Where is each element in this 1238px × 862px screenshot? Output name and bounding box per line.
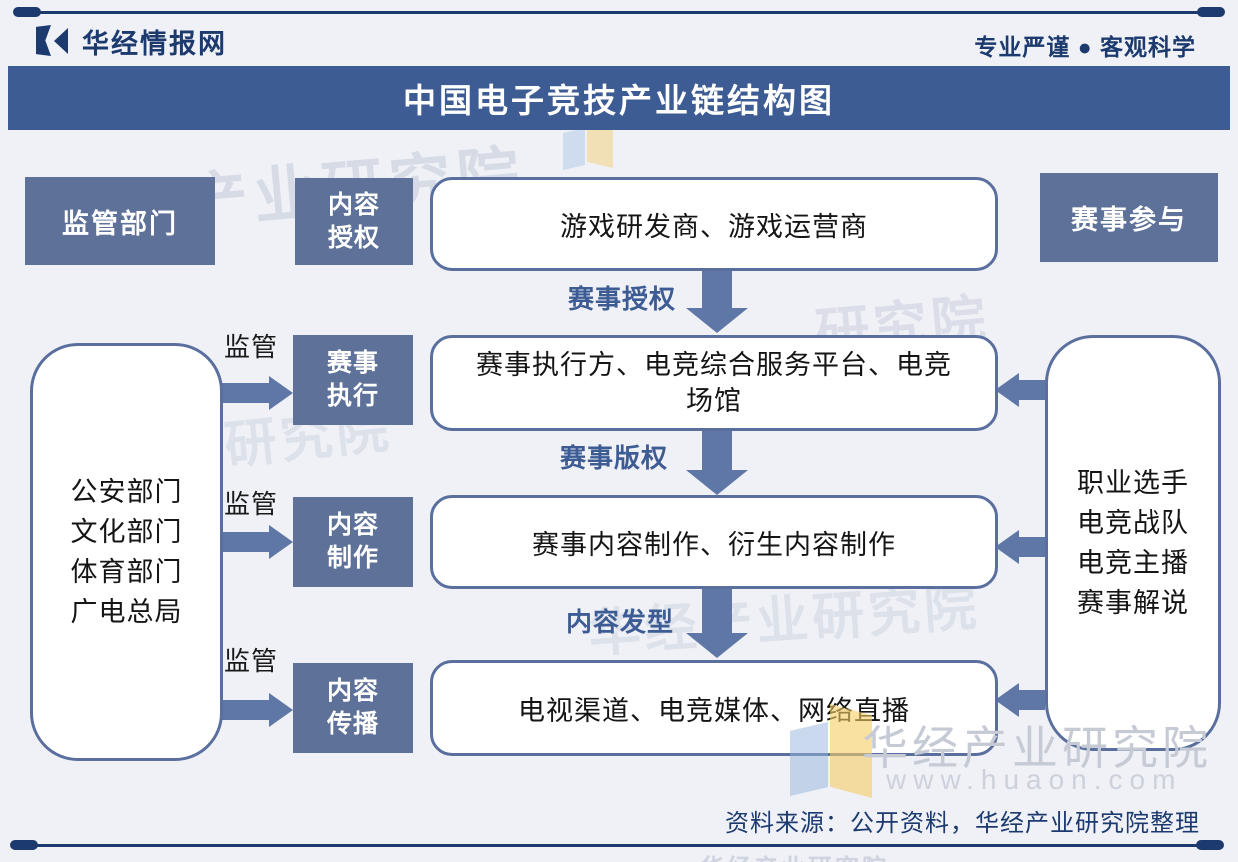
watermark-logo-yellow: [830, 704, 872, 798]
flow-arrow-down-3: [686, 587, 748, 658]
box-content-broadcast: 内容传播: [293, 663, 413, 753]
box-content-production: 内容制作: [293, 497, 413, 587]
brand: 华经情报网: [36, 22, 227, 60]
box-event-executors: 赛事执行方、电竞综合服务平台、电竞场馆: [430, 335, 998, 431]
supervision-label-2: 监管: [224, 489, 279, 519]
supervision-label-3: 监管: [224, 646, 279, 676]
supervision-arrow-2: [217, 525, 293, 559]
regulator-item: 公安部门: [70, 477, 183, 507]
data-source-note: 资料来源：公开资料，华经产业研究院整理: [725, 810, 1200, 837]
participation-arrow-1: [995, 373, 1045, 407]
participation-arrow-2: [995, 530, 1045, 564]
participant-item: 职业选手: [1077, 468, 1189, 498]
page-title: 中国电子竞技产业链结构图: [8, 66, 1230, 130]
watermark-logo-blue: [790, 722, 828, 796]
supervision-arrow-1: [217, 376, 293, 410]
brand-tagline: 专业严谨 ● 客观科学: [974, 34, 1196, 60]
participant-item: 赛事解说: [1077, 588, 1189, 618]
participant-item: 电竞战队: [1077, 508, 1189, 538]
brand-name: 华经情报网: [82, 28, 227, 59]
flow-arrow-down-2: [686, 425, 748, 495]
supervision-arrow-3: [217, 693, 293, 727]
bottom-divider-cap-right: [1196, 840, 1224, 850]
box-participant-list: 职业选手 电竞战队 电竞主播 赛事解说: [1045, 335, 1221, 751]
box-content-authorization: 内容授权: [295, 178, 413, 265]
watermark-url: www.huaon.com: [886, 764, 1183, 795]
brand-logo-icon: [36, 23, 70, 59]
box-content-producers: 赛事内容制作、衍生内容制作: [430, 495, 998, 589]
box-regulator-list: 公安部门 文化部门 体育部门 广电总局: [30, 343, 223, 761]
bottom-divider-cap-left: [10, 840, 38, 850]
watermark-brand: 华经产业研究院: [862, 722, 1212, 774]
regulator-item: 广电总局: [70, 597, 183, 627]
box-event-execution: 赛事执行: [293, 335, 413, 425]
box-media-channels: 电视渠道、电竞媒体、网络直播: [430, 660, 998, 756]
regulator-item: 体育部门: [70, 557, 183, 587]
logo-left-shape: [36, 25, 51, 56]
supervision-label-1: 监管: [224, 332, 279, 362]
watermark-logo-blue-small: [563, 128, 585, 170]
watermark-ghost-5: 华经产业研究院: [700, 848, 889, 862]
bottom-divider-line: [14, 844, 1222, 847]
top-divider-cap-right: [1197, 7, 1225, 17]
flow-arrow-down-1: [686, 265, 748, 333]
box-game-developers: 游戏研发商、游戏运营商: [430, 177, 998, 271]
top-divider-line: [14, 11, 1224, 14]
box-regulator-department: 监管部门: [25, 177, 215, 265]
logo-right-shape: [54, 28, 68, 54]
flow-label-event-copyright: 赛事版权: [560, 443, 669, 473]
participation-arrow-3: [995, 683, 1045, 717]
top-divider-cap-left: [13, 7, 41, 17]
flow-label-event-authorization: 赛事授权: [568, 284, 677, 314]
flow-label-content-distribution: 内容发型: [566, 607, 675, 637]
regulator-item: 文化部门: [70, 517, 183, 547]
participant-item: 电竞主播: [1077, 548, 1189, 578]
box-event-participation: 赛事参与: [1040, 173, 1218, 262]
